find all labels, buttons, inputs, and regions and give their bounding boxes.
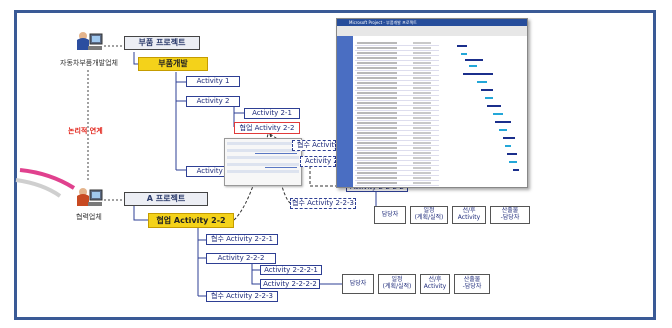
gantt-grid	[353, 36, 527, 187]
gantt-row	[355, 86, 439, 91]
activity-2: Activity 2	[186, 96, 240, 107]
gantt-row	[355, 66, 439, 71]
actor-top-label: 자동차부품개발업체	[60, 59, 118, 67]
gantt-row	[355, 131, 439, 136]
gantt-row	[355, 81, 439, 86]
gantt-bar	[509, 161, 517, 163]
parts-project: 부품 프로젝트	[124, 36, 200, 50]
gantt-bar	[457, 45, 467, 47]
gantt-bar	[503, 137, 515, 139]
gantt-bar	[461, 53, 467, 55]
activity-2-2-1: 협수 Activity 2-2-1	[206, 234, 278, 245]
gantt-bar	[463, 73, 493, 75]
person-computer-icon	[77, 188, 103, 206]
gantt-bar	[485, 97, 493, 99]
gantt-row	[355, 56, 439, 61]
gantt-table	[355, 41, 439, 187]
gantt-bar	[505, 145, 511, 147]
activity-2-2-2-partial: Activity 2-	[300, 156, 340, 167]
gantt-sidebar	[337, 36, 353, 187]
info-table-top: 담당자 일정 (계획/실적) 선/후 Activity 산출물 -담당자	[374, 206, 530, 224]
gantt-row	[355, 121, 439, 126]
gantt-row	[355, 41, 439, 46]
gantt-row	[355, 91, 439, 96]
gantt-row	[355, 141, 439, 146]
gantt-row	[355, 101, 439, 106]
activity-2-1: Activity 2-1	[244, 108, 300, 119]
activity-2-2-2-2: Activity 2-2-2-2	[260, 279, 320, 289]
schedule-thumbnail	[224, 138, 302, 186]
gantt-row	[355, 126, 439, 131]
gantt-row	[355, 136, 439, 141]
info-cell: 산출물 -담당자	[454, 274, 490, 294]
gantt-row	[355, 96, 439, 101]
activity-2-2-2-1: Activity 2-2-2-1	[260, 265, 322, 275]
activity-2-2-2: Activity 2-2-2	[206, 253, 276, 264]
activity-2-2-1-partial: 협수 Activity	[292, 140, 338, 151]
parts-dev: 부품개발	[138, 57, 208, 71]
info-cell: 담당자	[342, 274, 374, 294]
gantt-title: Microsoft Project - 부품개발 프로젝트	[349, 20, 417, 25]
gantt-bar	[493, 113, 503, 115]
gantt-window: Microsoft Project - 부품개발 프로젝트	[336, 18, 528, 188]
collab-activity-2-2-linked: 협업 Activity 2-2	[234, 122, 300, 134]
info-cell: 선/후 Activity	[452, 206, 486, 224]
gantt-row	[355, 171, 439, 176]
activity-2-2-3-top: 협수 Activity 2-2-3	[290, 198, 356, 209]
gantt-row	[355, 71, 439, 76]
gantt-row	[355, 51, 439, 56]
gantt-bar	[513, 169, 519, 171]
logical-link-label: 논리적 연계	[68, 127, 103, 135]
gantt-row	[355, 161, 439, 166]
activity-1: Activity 1	[186, 76, 240, 87]
actor-bottom	[74, 186, 104, 210]
collab-activity: 협업 Activity 2-2	[148, 213, 234, 228]
gantt-row	[355, 181, 439, 186]
gantt-row	[355, 116, 439, 121]
actor-bottom-label: 협력업체	[76, 213, 102, 221]
gantt-row	[355, 176, 439, 181]
info-cell: 선/후 Activity	[420, 274, 450, 294]
info-cell: 일정 (계획/실적)	[378, 274, 416, 294]
gantt-bar	[465, 59, 483, 61]
gantt-bar	[487, 105, 501, 107]
info-cell: 일정 (계획/실적)	[410, 206, 448, 224]
gantt-row	[355, 166, 439, 171]
gantt-row	[355, 151, 439, 156]
gantt-row	[355, 146, 439, 151]
gantt-row	[355, 76, 439, 81]
gantt-row	[355, 156, 439, 161]
person-computer-icon	[77, 32, 103, 50]
gantt-row	[355, 106, 439, 111]
gantt-bar	[507, 153, 517, 155]
info-table-bottom: 담당자 일정 (계획/실적) 선/후 Activity 산출물 -담당자	[342, 274, 490, 294]
actor-top	[74, 30, 104, 54]
a-project: A 프로젝트	[124, 192, 208, 206]
gantt-row	[355, 61, 439, 66]
gantt-row	[355, 111, 439, 116]
activity-2-2-3: 협수 Activity 2-2-3	[206, 291, 278, 302]
gantt-bar	[469, 65, 477, 67]
gantt-bar	[477, 81, 487, 83]
gantt-row	[355, 186, 439, 187]
gantt-bar	[495, 121, 511, 123]
info-cell: 담당자	[374, 206, 406, 224]
gantt-row	[355, 46, 439, 51]
gantt-bar	[481, 89, 493, 91]
gantt-title-bar: Microsoft Project - 부품개발 프로젝트	[337, 19, 527, 26]
info-cell: 산출물 -담당자	[490, 206, 530, 224]
gantt-bar	[499, 129, 507, 131]
